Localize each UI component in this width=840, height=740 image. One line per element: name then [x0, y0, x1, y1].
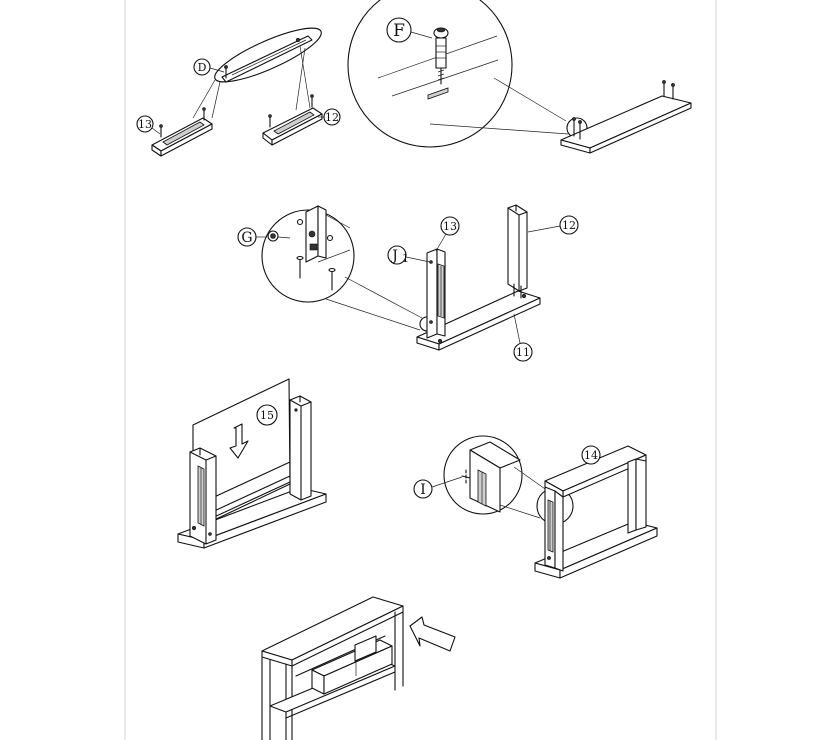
- bottom-panel-11-step2: [560, 80, 692, 154]
- label-d-text: D: [198, 61, 207, 74]
- label-15-text: 15: [260, 409, 274, 422]
- step2-detail-view: [377, 27, 499, 100]
- label-13-step3-text: 13: [443, 220, 457, 233]
- step5-top-panel: I 14: [413, 435, 658, 579]
- label-f-text: F: [393, 21, 405, 41]
- step1-side-panels: D 13 12: [136, 27, 341, 157]
- cam-lock-g: [267, 230, 291, 242]
- bottom-panel-11: [416, 290, 541, 351]
- label-i: I: [413, 476, 463, 499]
- step3-detail-view: [296, 205, 351, 291]
- label-j1-text: J: [390, 248, 398, 264]
- label-13-step3: 13: [435, 216, 460, 252]
- label-g-text: G: [241, 230, 252, 246]
- label-14-text: 14: [584, 449, 598, 462]
- step4-back-panel: 15: [177, 378, 327, 549]
- label-12-step3: 12: [527, 215, 579, 235]
- label-13-step1-text: 13: [138, 118, 152, 131]
- step3-attach-side-panels: G: [237, 204, 579, 362]
- step1-detail-oval: [214, 27, 322, 83]
- step5-detail-view: [461, 441, 521, 513]
- step3-detail-circle: [261, 209, 355, 303]
- label-d: D: [193, 58, 225, 76]
- label-j1: J 1: [387, 245, 431, 265]
- label-f: F: [386, 17, 433, 43]
- step5-detail-circle: [443, 435, 523, 515]
- label-12-step1: 12: [318, 108, 341, 126]
- side-panel-13: [426, 248, 446, 339]
- label-14: 14: [581, 445, 601, 465]
- label-12-step3-text: 12: [562, 219, 576, 232]
- drawer: [311, 635, 393, 695]
- label-11-step3-text: 11: [516, 346, 530, 359]
- push-arrow-icon: [409, 616, 456, 652]
- panel-12: [262, 94, 323, 146]
- label-i-text: I: [420, 482, 426, 498]
- label-15: 15: [256, 404, 278, 426]
- label-11-step3: 11: [513, 313, 533, 362]
- down-arrow-icon: [229, 423, 249, 459]
- label-13-step1: 13: [136, 115, 161, 135]
- label-g: G: [237, 227, 267, 247]
- step2-bottom-panel-cam-bolts: F: [347, 0, 692, 154]
- label-j1-subscript: 1: [402, 252, 409, 265]
- side-panel-12: [507, 204, 528, 299]
- panel-13: [151, 107, 213, 157]
- step6-insert-drawer: [261, 596, 456, 740]
- label-12-step1-text: 12: [325, 111, 339, 124]
